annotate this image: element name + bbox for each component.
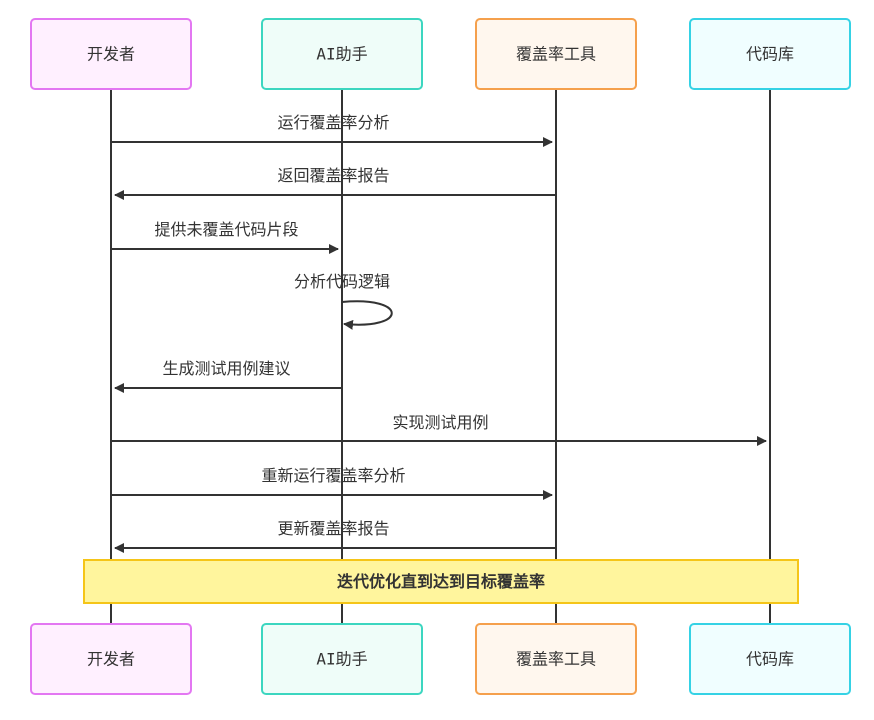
actor-box: [30, 18, 192, 90]
message-7: 重新运行覆盖率分析: [111, 466, 553, 500]
actor-repo-bottom: 代码库: [689, 623, 851, 695]
actor-label: 覆盖率工具: [516, 45, 596, 64]
message-self-loop-arrow: [341, 300, 393, 330]
message-label: 提供未覆盖代码片段: [154, 220, 298, 239]
actor-label: 代码库: [746, 650, 794, 669]
message-6: 实现测试用例: [111, 413, 767, 446]
actor-dev-top: 开发者: [30, 18, 192, 90]
actor-box: [261, 18, 423, 90]
message-4: 分析代码逻辑: [294, 272, 393, 330]
actor-ai-top: AI助手: [261, 18, 423, 90]
actor-box: [475, 623, 637, 695]
actor-label: 开发者: [87, 45, 135, 64]
note-box: [83, 559, 799, 604]
actor-repo-top: 代码库: [689, 18, 851, 90]
message-label: 分析代码逻辑: [294, 272, 390, 291]
message-5: 生成测试用例建议: [114, 359, 342, 393]
message-label: 实现测试用例: [392, 413, 488, 432]
message-label: 更新覆盖率报告: [277, 519, 389, 538]
actor-box: [689, 623, 851, 695]
message-label: 运行覆盖率分析: [277, 113, 389, 132]
actor-box: [689, 18, 851, 90]
message-label: 生成测试用例建议: [162, 359, 290, 378]
note-text: 迭代优化直到达到目标覆盖率: [337, 572, 545, 591]
actor-label: 代码库: [746, 45, 794, 64]
message-8: 更新覆盖率报告: [114, 519, 556, 553]
actor-ai-bottom: AI助手: [261, 623, 423, 695]
message-label: 重新运行覆盖率分析: [261, 466, 405, 485]
message-2: 返回覆盖率报告: [114, 166, 556, 200]
message-1: 运行覆盖率分析: [111, 113, 553, 147]
actor-label: 开发者: [87, 650, 135, 669]
actor-cov-top: 覆盖率工具: [475, 18, 637, 90]
actor-dev-bottom: 开发者: [30, 623, 192, 695]
actor-box: [30, 623, 192, 695]
actor-cov-bottom: 覆盖率工具: [475, 623, 637, 695]
actor-label: 覆盖率工具: [516, 650, 596, 669]
actor-label: AI助手: [316, 650, 367, 669]
actor-box: [475, 18, 637, 90]
actor-label: AI助手: [316, 45, 367, 64]
message-label: 返回覆盖率报告: [277, 166, 389, 185]
note-iteration: 迭代优化直到达到目标覆盖率: [83, 559, 799, 604]
actor-box: [261, 623, 423, 695]
message-3: 提供未覆盖代码片段: [111, 220, 339, 254]
